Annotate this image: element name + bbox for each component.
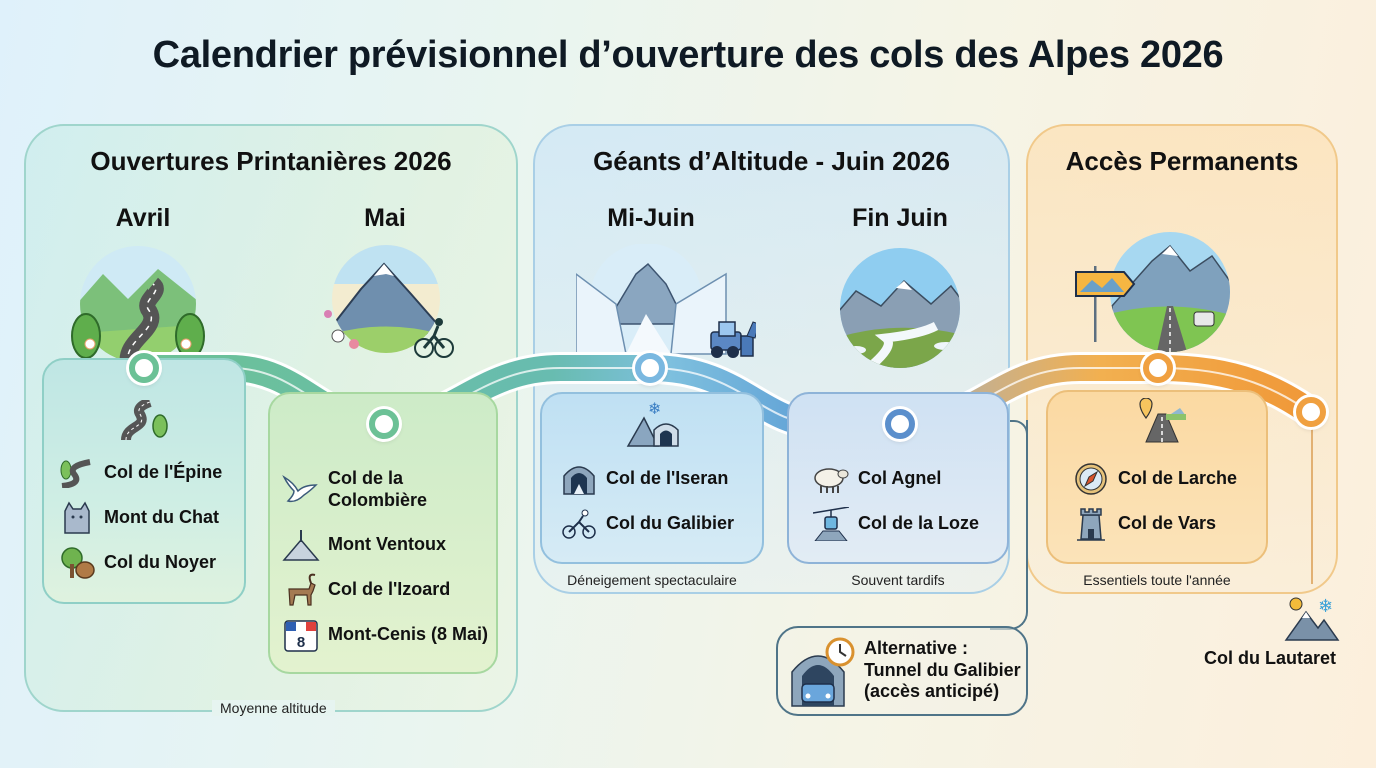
svg-text:❄: ❄ bbox=[648, 400, 661, 418]
col-item-izoard: Col de l'Izoard bbox=[282, 573, 450, 607]
month-label-mi-juin: Mi-Juin bbox=[607, 204, 695, 232]
alternative-note: (accès anticipé) bbox=[864, 681, 1000, 702]
map-pin-road-icon bbox=[1132, 398, 1188, 444]
ibex-icon bbox=[282, 573, 320, 607]
road-sign-mountain-car-icon bbox=[1072, 226, 1242, 352]
card-alternative-tunnel: Alternative : Tunnel du Galibier (accès … bbox=[776, 626, 1028, 716]
col-name: Col de l'Izoard bbox=[328, 579, 451, 600]
compass-icon bbox=[1072, 462, 1110, 496]
alternative-tunnel-name: Tunnel du Galibier bbox=[864, 659, 1021, 680]
col-name: Col de Larche bbox=[1118, 468, 1238, 489]
page-title: Calendrier prévisionnel d’ouverture des … bbox=[152, 34, 1224, 76]
timeline-node-mi-juin bbox=[635, 353, 665, 383]
mountain-cyclist-flowers-icon bbox=[316, 244, 456, 364]
alpine-valley-road-icon bbox=[826, 246, 974, 370]
panel-title-june: Géants d’Altitude - Juin 2026 bbox=[593, 146, 950, 176]
col-name: Col de l'Épine bbox=[104, 462, 223, 483]
col-item-galibier: Col du Galibier bbox=[560, 507, 734, 541]
calendar-8-icon: 8 bbox=[282, 618, 320, 652]
sheep-icon bbox=[812, 462, 850, 496]
spring-footnote: Moyenne altitude bbox=[212, 700, 335, 716]
month-label-mai: Mai bbox=[364, 204, 406, 232]
timeline-node-fin-juin bbox=[885, 409, 915, 439]
snow-walls-snowplow-icon bbox=[576, 244, 756, 364]
col-name: Mont Ventoux bbox=[328, 534, 446, 555]
month-label-avril: Avril bbox=[115, 204, 171, 232]
col-item-larche: Col de Larche bbox=[1072, 462, 1237, 496]
col-name: Mont-Cenis (8 Mai) bbox=[328, 624, 488, 645]
tunnel-car-clock-icon bbox=[788, 636, 858, 708]
mountain-sun-snow-icon: ❄ bbox=[1282, 592, 1342, 642]
col-name: Col Agnel bbox=[858, 468, 942, 489]
col-item-mont-cenis: 8 Mont-Cenis (8 Mai) bbox=[282, 618, 488, 652]
lautaret-connector bbox=[1311, 426, 1313, 584]
col-item-iseran: Col de l'Iseran bbox=[560, 462, 728, 496]
col-name: Col de Vars bbox=[1118, 513, 1217, 534]
cat-icon bbox=[58, 501, 96, 535]
cable-car-icon bbox=[812, 507, 850, 541]
col-item-vars: Col de Vars bbox=[1072, 507, 1216, 541]
cyclist-icon bbox=[560, 507, 598, 541]
col-name: Mont du Chat bbox=[104, 507, 219, 528]
mountain-tunnel-snowflake-icon: ❄ bbox=[626, 400, 682, 448]
panel-title-spring: Ouvertures Printanières 2026 bbox=[90, 146, 452, 176]
caption-fin-juin: Souvent tardifs bbox=[851, 572, 945, 588]
timeline-node-permanent bbox=[1143, 353, 1173, 383]
winding-road-spring-icon bbox=[68, 244, 208, 364]
col-item-mont-du-chat: Mont du Chat bbox=[58, 501, 219, 535]
panel-title-permanent: Accès Permanents bbox=[1065, 146, 1299, 176]
dove-icon bbox=[282, 472, 320, 506]
col-item-epine: Col de l'Épine bbox=[58, 456, 222, 490]
svg-text:8: 8 bbox=[297, 634, 305, 651]
col-item-loze: Col de la Loze bbox=[812, 507, 979, 541]
col-item-ventoux: Mont Ventoux bbox=[282, 528, 446, 562]
road-leaf-icon bbox=[58, 456, 96, 490]
caption-mi-juin: Déneigement spectaculaire bbox=[567, 572, 737, 588]
col-name: Col du Galibier bbox=[606, 513, 735, 534]
timeline-node-avril bbox=[129, 353, 159, 383]
col-item-lautaret: Col du Lautaret bbox=[1203, 648, 1336, 668]
tower-icon bbox=[1072, 507, 1110, 541]
timeline-node-mai bbox=[369, 409, 399, 439]
ventoux-summit-icon bbox=[282, 528, 320, 562]
col-name-line2: Colombière bbox=[328, 489, 428, 510]
alternative-bracket bbox=[990, 420, 1028, 630]
alternative-label: Alternative : bbox=[864, 638, 969, 658]
col-item-noyer: Col du Noyer bbox=[58, 546, 216, 580]
road-leaf-icon bbox=[120, 400, 170, 442]
month-label-fin-juin: Fin Juin bbox=[852, 204, 948, 232]
col-name-line1: Col de la bbox=[328, 468, 404, 488]
timeline-node-lautaret bbox=[1296, 397, 1326, 427]
svg-text:❄: ❄ bbox=[1318, 596, 1333, 617]
walnut-tree-icon bbox=[58, 546, 96, 580]
col-name: Col de l'Iseran bbox=[606, 468, 729, 489]
col-item-agnel: Col Agnel bbox=[812, 462, 941, 496]
col-name: Col du Noyer bbox=[104, 552, 217, 573]
tunnel-icon bbox=[560, 462, 598, 496]
col-name: Col de la Loze bbox=[858, 513, 980, 534]
caption-permanent: Essentiels toute l'année bbox=[1083, 572, 1231, 588]
